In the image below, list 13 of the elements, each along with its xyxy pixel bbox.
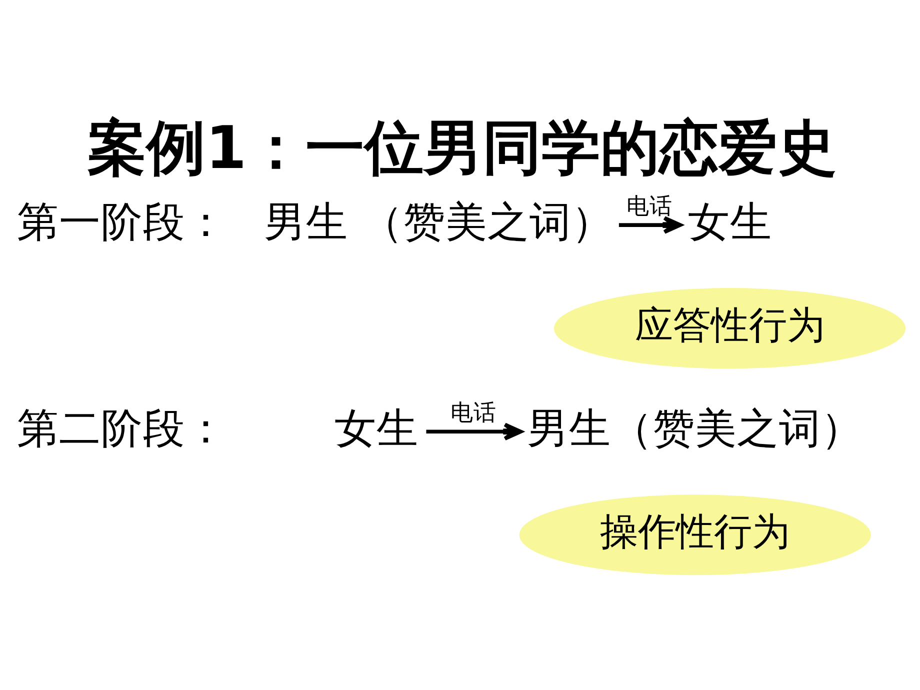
diagram-title: 案例1：一位男同学的恋爱史	[88, 113, 837, 182]
node-text: 女生	[688, 196, 772, 246]
edge-label: 电话	[626, 194, 673, 220]
arrow	[618, 216, 682, 234]
edge-label: 电话	[450, 400, 496, 426]
node-text: 男生（赞美之词）	[527, 403, 864, 452]
node-ellipse: 应答性行为	[554, 288, 906, 369]
arrow	[426, 422, 523, 441]
label: 第二阶段：	[16, 403, 227, 452]
node-ellipse: 操作性行为	[519, 494, 871, 576]
label: 第一阶段：	[16, 196, 227, 246]
node-text: 男生 （赞美之词）	[264, 196, 614, 246]
node-text: 女生	[334, 403, 418, 452]
